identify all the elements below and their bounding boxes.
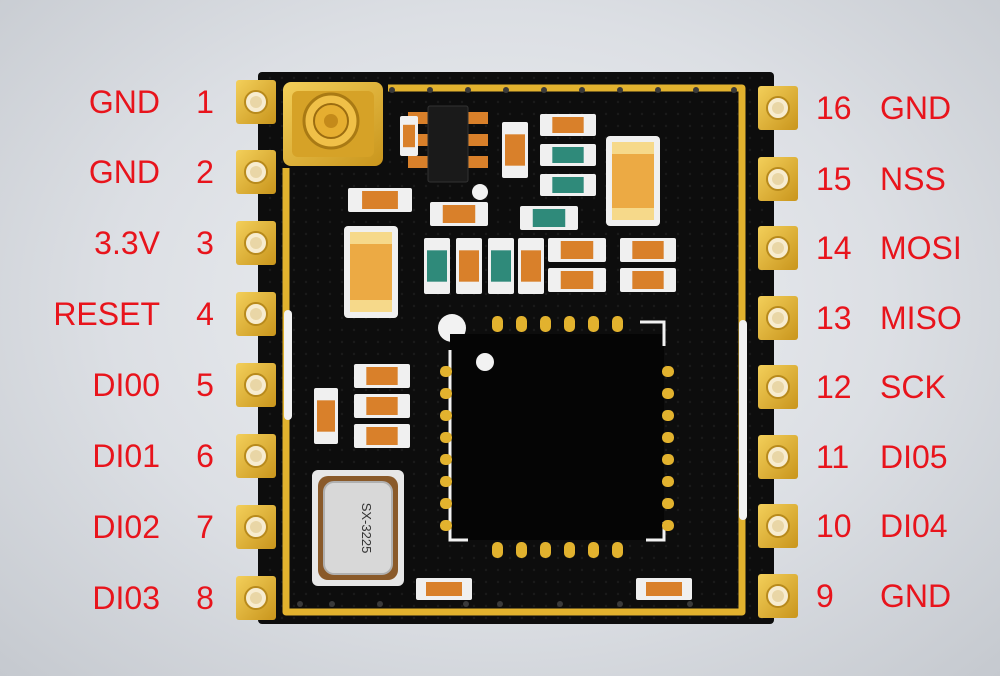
smd-component-8	[520, 206, 578, 230]
pin-number-11: 11	[816, 439, 850, 475]
antenna-connector	[283, 82, 383, 166]
pin-number-7: 7	[196, 509, 214, 545]
castellated-pad-right-4	[758, 296, 798, 340]
castellated-pad-left-7	[236, 505, 276, 549]
large-capacitor-right	[606, 136, 660, 226]
pin-number-16: 16	[816, 90, 852, 126]
silkscreen-slot-right	[739, 320, 747, 520]
crystal-label: SX-3225	[359, 503, 374, 554]
pin-number-9: 9	[816, 578, 834, 614]
pin-label-11: DI05	[880, 439, 948, 475]
smd-component-14	[548, 268, 606, 292]
castellated-pad-left-5	[236, 363, 276, 407]
via-dots-bottom	[297, 601, 693, 607]
castellated-pad-left-4	[236, 292, 276, 336]
pin-number-12: 12	[816, 369, 852, 405]
pin-number-6: 6	[196, 438, 214, 474]
main-rf-chip	[438, 314, 674, 558]
smd-component-6	[348, 188, 412, 212]
smd-component-16	[620, 268, 676, 292]
castellated-pad-right-6	[758, 435, 798, 479]
pin-label-3: 3.3V	[94, 225, 160, 261]
pin-label-6: DI01	[92, 438, 160, 474]
smd-component-11	[488, 238, 514, 294]
pin-number-3: 3	[196, 225, 214, 261]
crystal-oscillator: SX-3225	[312, 470, 404, 586]
castellated-pad-right-2	[758, 157, 798, 201]
castellated-pad-left-8	[236, 576, 276, 620]
smd-component-18	[354, 394, 410, 418]
smd-component-1	[400, 116, 418, 156]
pin-label-14: MOSI	[880, 230, 962, 266]
silkscreen-slot-left	[284, 310, 292, 420]
smd-component-7	[430, 202, 488, 226]
smd-component-4	[540, 144, 596, 166]
pin-label-16: GND	[880, 90, 952, 126]
pin-number-14: 14	[816, 230, 852, 266]
pin-label-5: DI00	[92, 367, 160, 403]
pin-number-15: 15	[816, 161, 852, 197]
pin-label-1: GND	[88, 84, 160, 120]
castellated-pad-right-5	[758, 365, 798, 409]
castellated-pad-left-2	[236, 150, 276, 194]
castellated-pad-right-3	[758, 226, 798, 270]
smd-component-3	[540, 114, 596, 136]
pin-number-10: 10	[816, 508, 852, 544]
castellated-pad-right-7	[758, 504, 798, 548]
left-castellated-pads	[236, 80, 276, 620]
pin-label-7: DI02	[92, 509, 160, 545]
pin-number-4: 4	[196, 296, 214, 332]
gold-border-trace	[282, 84, 746, 616]
smd-component-5	[540, 174, 596, 196]
smd-component-15	[620, 238, 676, 262]
pin-label-4: RESET	[53, 296, 160, 332]
smd-component-20	[314, 388, 338, 444]
pin-number-5: 5	[196, 367, 214, 403]
via-dots-top	[389, 87, 737, 93]
pin-number-1: 1	[196, 84, 214, 120]
pin-number-13: 13	[816, 300, 852, 336]
smd-component-10	[456, 238, 482, 294]
pin-label-2: GND	[88, 154, 160, 190]
castellated-pad-left-1	[236, 80, 276, 124]
large-capacitor-left	[344, 226, 398, 318]
pin-label-8: DI03	[92, 580, 160, 616]
castellated-pad-left-3	[236, 221, 276, 265]
smd-component-9	[424, 238, 450, 294]
castellated-pad-right-8	[758, 574, 798, 618]
bottom-resistors	[416, 578, 692, 600]
castellated-pad-right-1	[758, 86, 798, 130]
pin-label-15: NSS	[880, 161, 946, 197]
right-castellated-pads	[758, 86, 798, 618]
smd-component-2	[502, 122, 528, 178]
pin-label-12: SCK	[880, 369, 946, 405]
smd-component-13	[548, 238, 606, 262]
smd-component-17	[354, 364, 410, 388]
passive-components	[314, 114, 676, 448]
smd-component-12	[518, 238, 544, 294]
smd-component-19	[354, 424, 410, 448]
pin-number-8: 8	[196, 580, 214, 616]
pin-number-2: 2	[196, 154, 214, 190]
pin-label-10: DI04	[880, 508, 948, 544]
pin-label-13: MISO	[880, 300, 962, 336]
pin-label-9: GND	[880, 578, 952, 614]
castellated-pad-left-6	[236, 434, 276, 478]
